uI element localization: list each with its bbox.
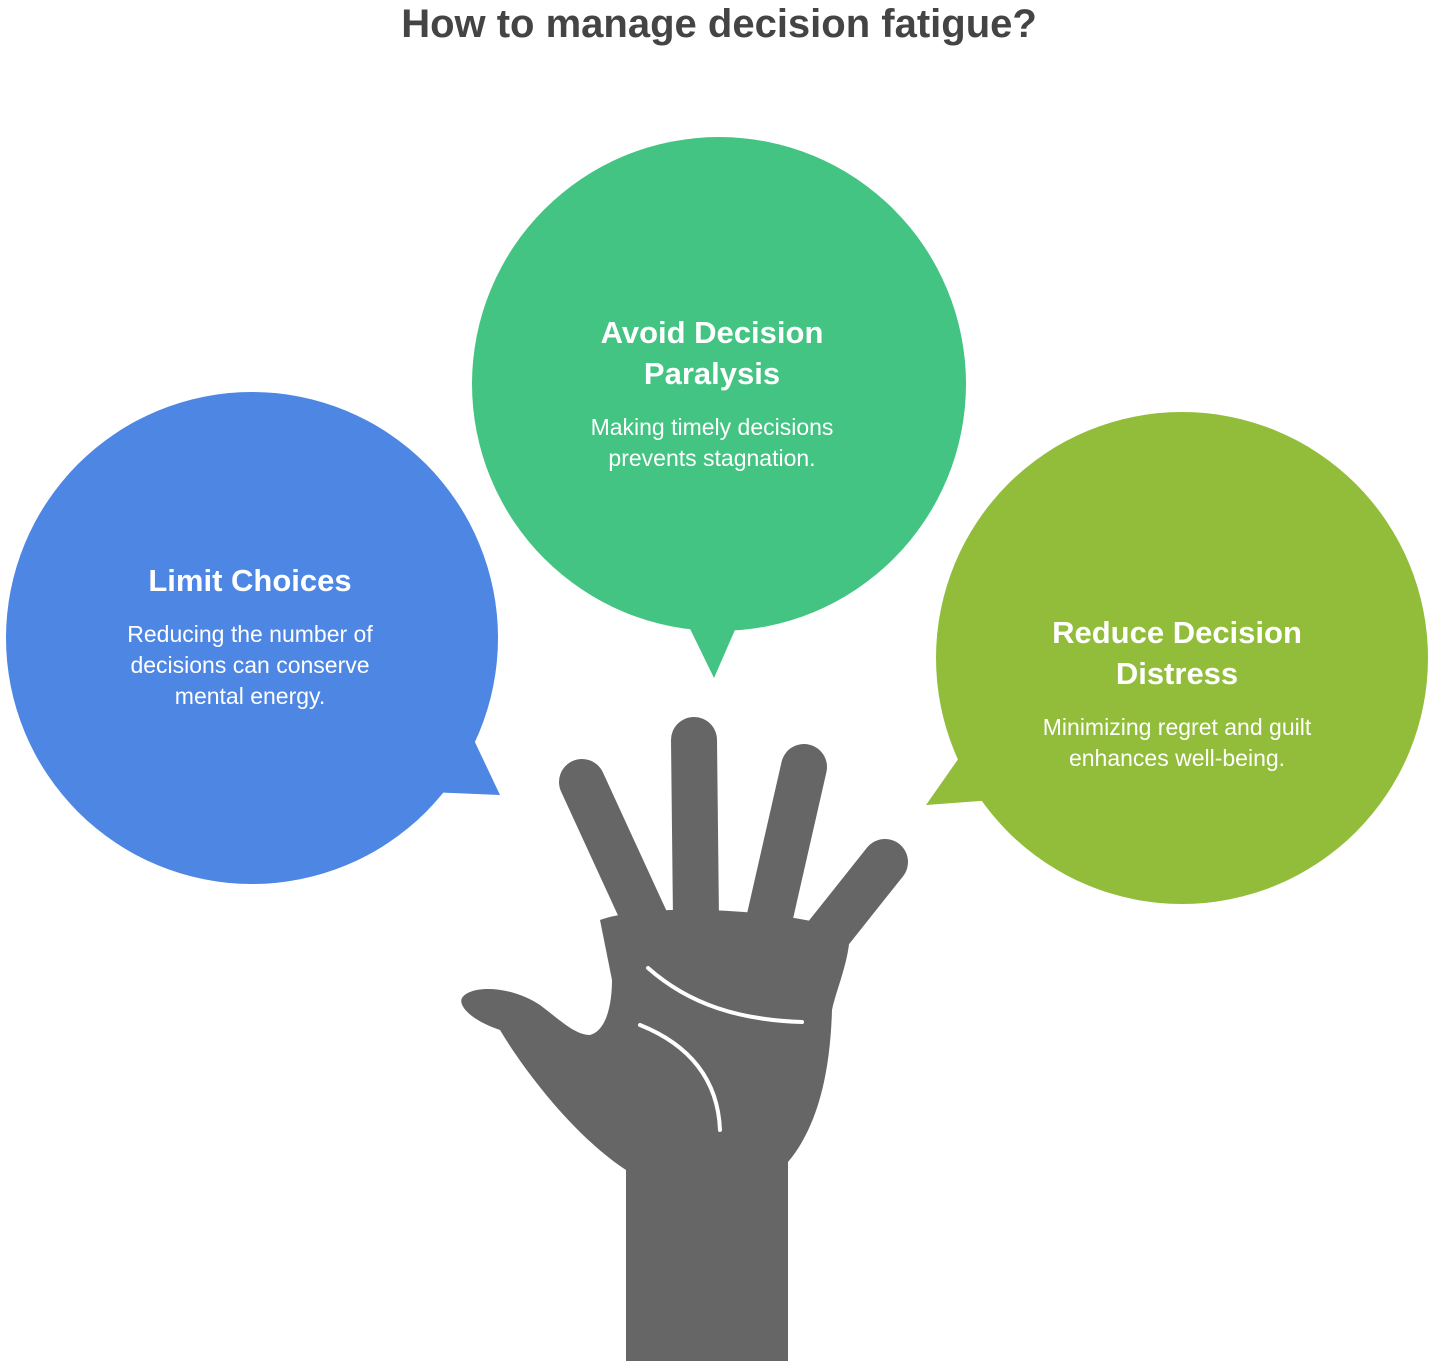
limit-choices-title: Limit Choices — [100, 560, 400, 601]
avoid-paralysis-title: Avoid Decision Paralysis — [556, 312, 868, 394]
hand-ring-finger — [694, 740, 696, 920]
limit-choices-desc: Reducing the number of decisions can con… — [100, 619, 400, 712]
limit-choices-text: Limit Choices Reducing the number of dec… — [100, 560, 400, 712]
avoid-paralysis-text: Avoid Decision Paralysis Making timely d… — [556, 312, 868, 474]
avoid-paralysis-desc: Making timely decisions prevents stagnat… — [556, 412, 868, 474]
reduce-distress-text: Reduce Decision Distress Minimizing regr… — [1027, 612, 1327, 774]
reduce-distress-title: Reduce Decision Distress — [1027, 612, 1327, 694]
hand-pinky-finger — [582, 782, 650, 930]
hand-palm — [461, 910, 850, 1361]
bubble-avoid-tail — [676, 600, 748, 678]
hand-icon — [461, 740, 885, 1361]
reduce-distress-desc: Minimizing regret and guilt enhances wel… — [1027, 712, 1327, 774]
hand-middle-finger — [768, 767, 804, 925]
